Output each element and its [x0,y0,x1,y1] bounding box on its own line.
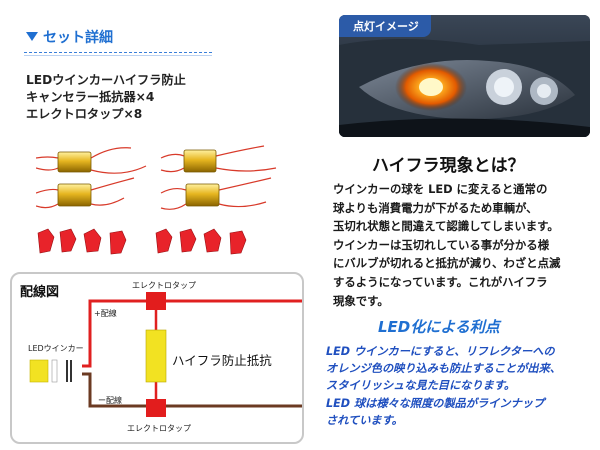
tap-bottom-label: エレクトロタップ [127,424,191,433]
wiring-diagram: 配線図 エレクトロタップ +配線 LEDウインカー ハイフラ防止抵抗 ー配線 エ… [10,272,304,444]
resistor-block [145,329,167,383]
led-merit-line: LED ウインカーにすると、リフレクターへの [326,345,555,358]
lighting-image-photo: 点灯イメージ [339,15,590,137]
heading-divider [24,52,212,53]
resistor-and-tap-illustration [35,145,277,255]
tap-top-label: エレクトロタップ [132,281,196,290]
led-label: LEDウインカー [28,344,84,353]
led-merit-body: LED ウインカーにすると、リフレクターへの オレンジ色の映り込みも防止すること… [326,343,596,429]
resistor-label: ハイフラ防止抵抗 [172,353,272,368]
hyperflash-title: ハイフラ現象とは？ [372,156,525,176]
set-item: キャンセラー抵抗器×4 [26,90,155,104]
wiring-schematic [29,292,302,417]
led-merit-line: スタイリッシュな見た目になります。 [326,379,516,393]
tap-top [146,292,166,310]
set-item: LEDウインカーハイフラ防止 [26,73,186,87]
hyperflash-line: ウインカーの球を LED に変えると通常の [333,182,548,196]
set-detail-heading-text: セット詳細 [43,30,113,46]
car-headlight-illustration [339,15,590,137]
minus-wire-label: ー配線 [98,396,122,405]
minus-wire [82,372,302,408]
plus-wire-label: +配線 [94,309,117,318]
hyperflash-line: ウインカーは玉切れしている事が分かる様 [333,237,550,252]
tap-bottom [146,399,166,417]
led-merit-line: LED 球は様々な照度の製品がラインナップ [326,396,545,410]
hyperflash-body: ウインカーの球を LED に変えると通常の 球よりも消費電力が下がるため車輌が、… [333,180,595,310]
triangle-down-icon [26,32,38,41]
led-bulb-icon [29,359,49,383]
hyperflash-line: にバルブが切れると抵抗が減り、わざと点滅 [333,256,561,271]
wiring-diagram-title: 配線図 [20,285,60,300]
set-item: エレクトロタップ×8 [26,107,143,121]
hyperflash-line: するようになっています。これがハイフラ [333,274,548,289]
led-socket [51,359,58,383]
hyperflash-line: 現象です。 [333,293,389,308]
led-merit-line: されています。 [326,413,403,427]
led-merit-title: LED化による利点 [378,318,500,336]
set-detail-heading: セット詳細 [26,27,113,47]
product-image [35,138,294,266]
hyperflash-line: 玉切れ状態と間違えて認識してしまいます。 [333,219,559,234]
hyperflash-line: 球よりも消費電力が下がるため車輌が、 [333,200,538,215]
set-items: LEDウインカーハイフラ防止 キャンセラー抵抗器×4 エレクトロタップ×8 [26,72,186,123]
lighting-image-tag: 点灯イメージ [339,15,431,37]
plus-wire [82,299,302,368]
heading-divider-underline [24,55,212,56]
led-merit-line: オレンジ色の映り込みも防止することが出来、 [326,362,561,376]
